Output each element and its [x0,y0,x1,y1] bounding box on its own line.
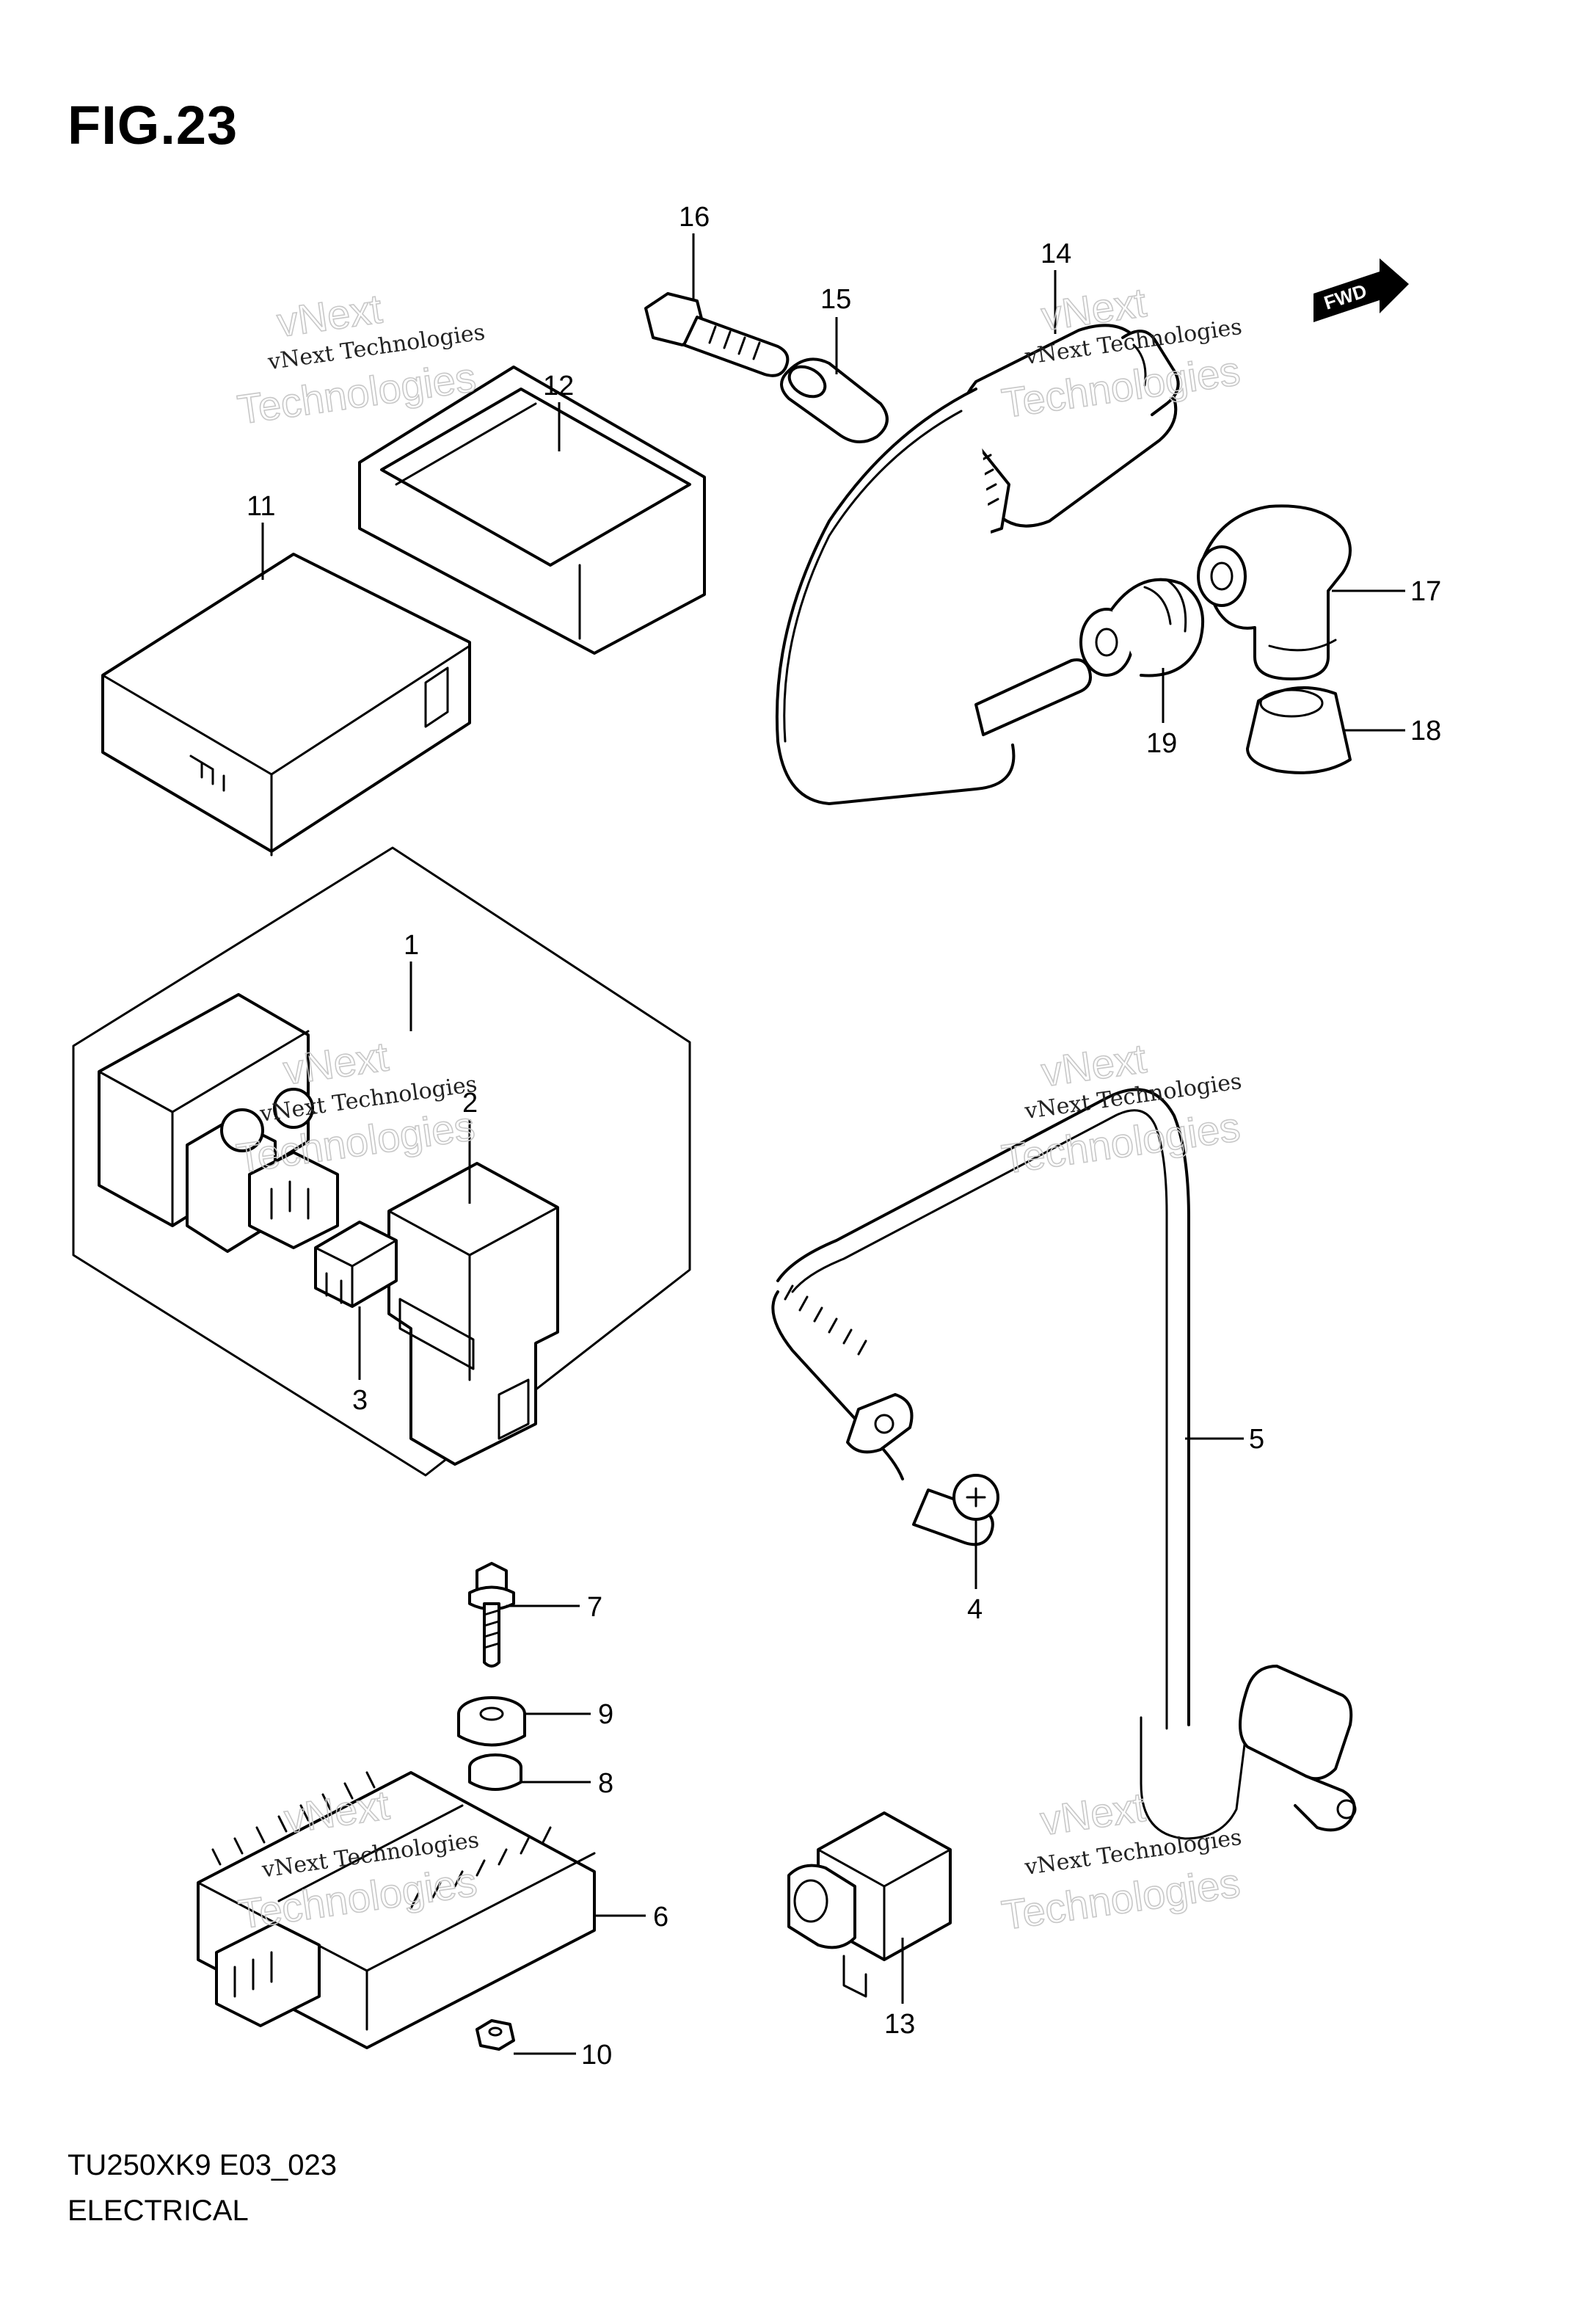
figure-title: FIG.23 [68,95,238,156]
forward-direction-arrow: FWD [1313,258,1409,322]
callout-6: 6 [653,1902,668,1933]
callout-16: 16 [679,202,710,233]
callout-10: 10 [581,2040,612,2071]
leader-lines [261,233,1405,2055]
part-4-screw[interactable] [912,1474,999,1546]
callout-15: 15 [820,284,851,315]
part-10-nut[interactable] [475,2019,515,2051]
watermark-6: vNext vNext Technologies Technologies [998,1783,1243,1939]
part-13-connector[interactable] [787,1811,952,1998]
callout-12: 12 [543,371,574,401]
part-3-fuse[interactable] [314,1221,398,1308]
part-14-ignition-coil[interactable] [775,324,1180,805]
callout-9: 9 [598,1699,613,1730]
callout-14: 14 [1041,239,1071,269]
callout-17: 17 [1410,576,1441,607]
part-2-relay-cover[interactable] [387,1162,559,1466]
callout-19: 19 [1146,728,1177,759]
part-16-bolt[interactable] [644,292,790,377]
part-18-cover[interactable] [1246,686,1352,774]
part-5-battery-cable[interactable] [771,1088,1357,1840]
part-17-plug-cap[interactable] [1197,504,1352,680]
part-6-regulator-rectifier[interactable] [197,1771,596,2049]
callout-5: 5 [1249,1424,1264,1455]
part-19-seal[interactable] [1079,578,1205,677]
part-7-bolt[interactable] [468,1562,515,1668]
callout-1: 1 [404,930,419,961]
part-9-grommet[interactable] [457,1696,526,1747]
part-15-collar[interactable] [780,357,889,443]
callout-8: 8 [598,1768,613,1799]
callout-labels: 16 15 14 12 11 17 18 19 1 2 3 5 4 7 9 8 … [247,202,1441,2071]
callout-18: 18 [1410,716,1441,746]
watermark-2: vNext vNext Technologies Technologies [998,278,1243,427]
callout-11: 11 [247,491,275,522]
model-code: TU250XK9 E03_023 [68,2149,337,2181]
part-1-assembly-frame [72,846,691,1477]
svg-text:vNext: vNext [1038,1784,1148,1844]
part-12-case[interactable] [358,366,706,655]
callout-4: 4 [967,1594,983,1625]
callout-2: 2 [462,1088,478,1119]
watermark-4: vNext vNext Technologies Technologies [998,1034,1243,1183]
part-8-collar[interactable] [468,1753,522,1791]
part-1-starter-relay[interactable] [98,993,339,1253]
part-11-ecm[interactable] [101,553,471,857]
callout-13: 13 [884,2009,915,2040]
callout-7: 7 [587,1592,602,1623]
callout-3: 3 [352,1385,368,1416]
section-name: ELECTRICAL [68,2195,249,2227]
